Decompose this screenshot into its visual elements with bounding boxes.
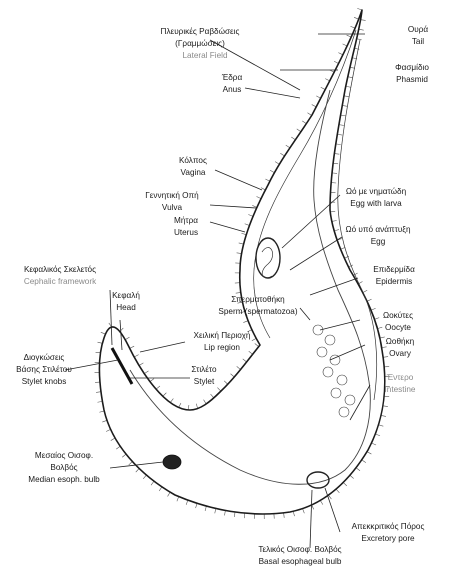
label-phasmid-en: Phasmid: [396, 75, 428, 84]
label-median-en: Median esoph. bulb: [28, 475, 100, 484]
annulus-mark: [280, 153, 284, 156]
label-uterus-en: Uterus: [174, 228, 198, 237]
stylet: [112, 348, 132, 384]
label-knobs-gr-2: Βάσης Στιλέτου: [16, 365, 72, 374]
label-lip-en: Lip region: [204, 343, 240, 352]
egg-with-larva: [256, 238, 280, 278]
label-head-gr: Κεφαλή: [112, 291, 140, 300]
leader-lines: [65, 34, 370, 548]
label-vagina-en: Vagina: [181, 168, 206, 177]
annulus-mark: [383, 406, 388, 407]
label-head-en: Head: [116, 303, 136, 312]
annulus-mark: [357, 39, 362, 40]
label-egg-gr: Ωό υπό ανάπτυξη: [345, 225, 410, 234]
annulus-mark: [139, 363, 143, 366]
label-egg-larva-gr: Ωό με νηματώδη: [346, 187, 407, 196]
label-knobs-gr-1: Διογκώσεις: [24, 353, 65, 362]
label-epidermis-gr: Επιδερμίδα: [373, 265, 415, 274]
annulus-mark: [245, 224, 250, 226]
label-basal-gr: Τελικός Οισοφ. Βολβός: [258, 545, 341, 554]
label-lateral-field-en: Lateral Field: [182, 51, 228, 60]
annulus-mark: [359, 29, 364, 30]
label-lip-gr: Χειλική Περιοχή: [194, 331, 251, 340]
label-knobs-en: Stylet knobs: [22, 377, 67, 386]
label-lateral-field-gr-2: (Γραμμώσεις): [175, 39, 225, 48]
annulus-mark: [275, 162, 279, 165]
annulus-mark: [361, 20, 366, 21]
label-uterus-gr: Μήτρα: [174, 216, 198, 225]
label-anus-gr: Έδρα: [221, 73, 243, 82]
label-sperm-gr: Σπερματοθήκη: [231, 295, 285, 304]
label-vulva-en: Vulva: [162, 203, 183, 212]
label-excretory-gr: Απεκκριτικός Πόρος: [352, 522, 425, 531]
label-ovary-gr: Ωοθήκη: [386, 337, 415, 346]
label-oocyte-gr: Ωοκύτες: [383, 311, 413, 320]
label-excretory-en: Excretory pore: [361, 534, 415, 543]
label-lateral-field-gr-1: Πλευρικές Ραβδώσεις: [161, 27, 240, 36]
label-anus-en: Anus: [223, 85, 242, 94]
annulus-mark: [379, 425, 384, 426]
label-vagina-gr: Κόλπος: [179, 156, 207, 165]
annulus-mark: [286, 145, 290, 148]
annulus-mark: [270, 170, 274, 172]
label-tail-gr: Ουρά: [408, 25, 429, 34]
nematode-body: [100, 10, 385, 514]
oocyte-cluster: [313, 325, 355, 417]
label-sperm-en: Sperm (spermatozoa): [218, 307, 297, 316]
label-epidermis-en: Epidermis: [376, 277, 412, 286]
label-stylet-en: Stylet: [194, 377, 215, 386]
label-intestine-en: Intestine: [385, 385, 416, 394]
annulus-mark: [241, 233, 246, 234]
label-intestine-gr: Έντερο: [386, 373, 414, 382]
median-bulb: [163, 455, 181, 469]
label-tail-en: Tail: [412, 37, 424, 46]
label-cephalic-gr: Κεφαλικός Σκελετός: [24, 265, 96, 274]
label-egg-en: Egg: [371, 237, 386, 246]
body-outline: [100, 10, 385, 514]
label-phasmid-gr: Φασμίδιο: [395, 63, 429, 72]
label-oocyte-en: Oocyte: [385, 323, 411, 332]
label-median-gr-2: Βολβός: [50, 463, 77, 472]
label-egg-larva-en: Egg with larva: [350, 199, 402, 208]
label-stylet-gr: Στιλέτο: [191, 365, 217, 374]
label-ovary-en: Ovary: [389, 349, 412, 358]
label-median-gr-1: Μεσαίος Οισοφ.: [35, 451, 93, 460]
annulus-mark: [381, 415, 386, 416]
label-vulva-gr: Γεννητική Οπή: [145, 191, 199, 200]
label-basal-en: Basal esophageal bulb: [259, 557, 342, 566]
labels: Πλευρικές Ραβδώσεις (Γραμμώσεις) Lateral…: [16, 25, 429, 566]
label-cephalic-en: Cephalic framework: [24, 277, 97, 286]
